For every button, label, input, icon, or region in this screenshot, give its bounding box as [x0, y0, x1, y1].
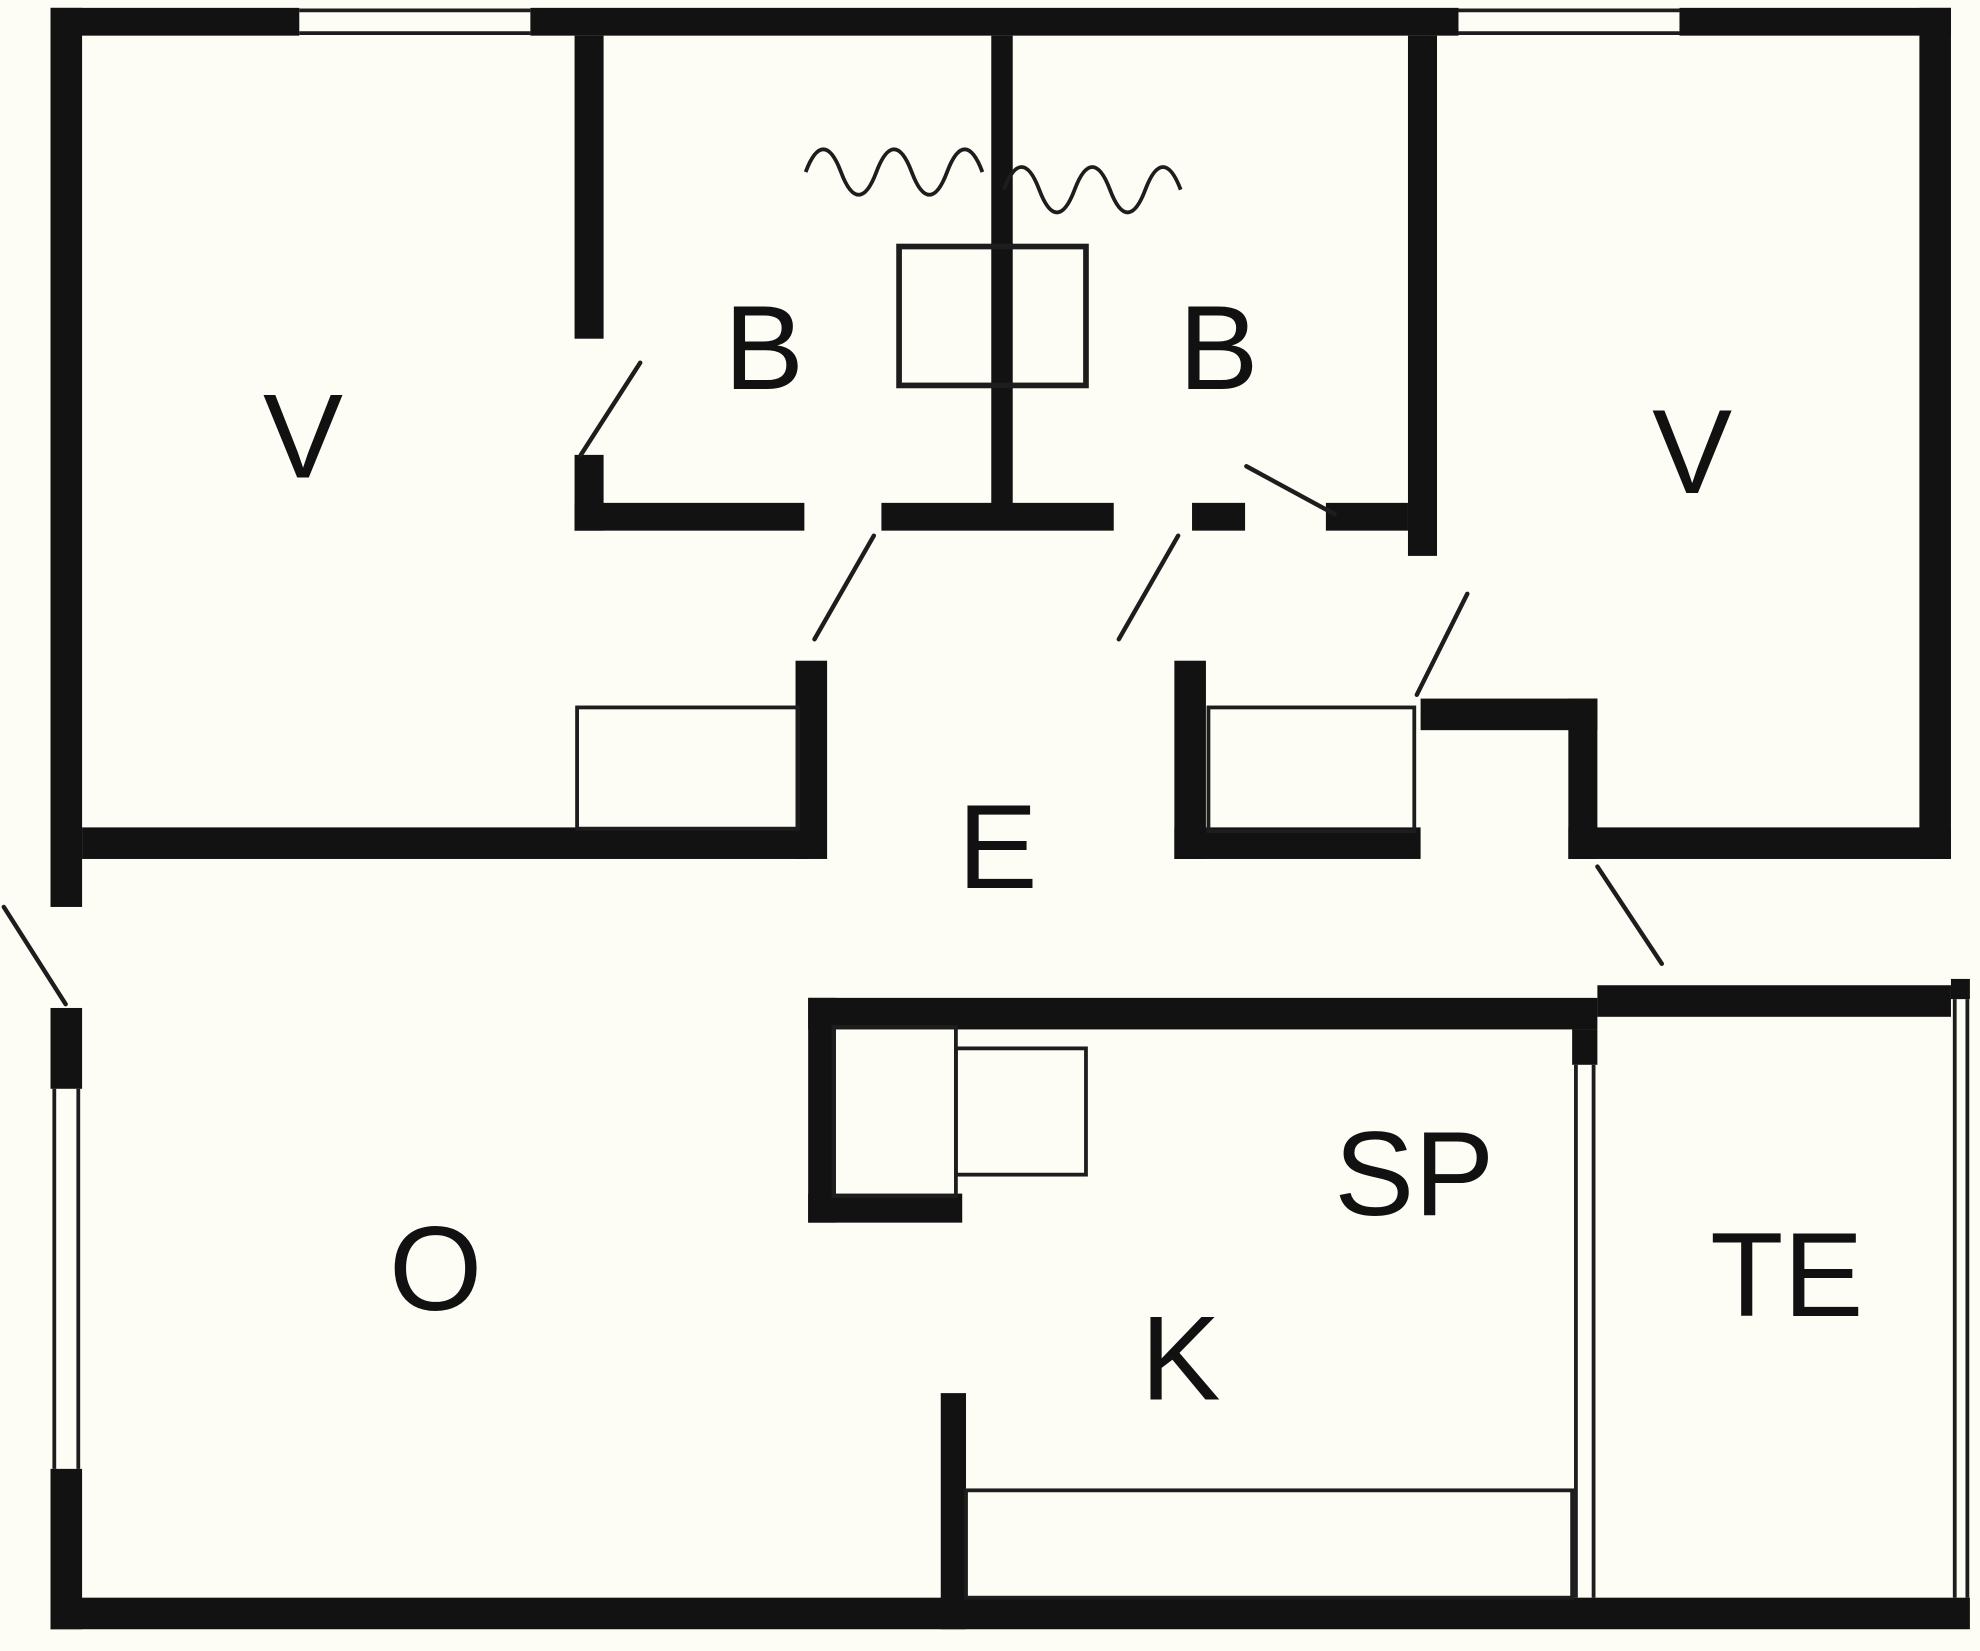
- wall-terrace-west-cap: [1572, 1029, 1598, 1065]
- wall-v-b-divider-upper: [574, 35, 604, 339]
- wall-hall-stub-right: [1174, 660, 1206, 859]
- fixtures: [575, 243, 1575, 1600]
- wall-v-right-south: [1568, 827, 1951, 859]
- wall-kitchen-living-stub: [940, 1393, 967, 1630]
- room-label-terrace: TE: [1710, 1208, 1863, 1342]
- room-label-kitchen: K: [1141, 1291, 1221, 1425]
- wall-b-v-divider: [1407, 35, 1438, 556]
- fixture-kitchen-sill: [964, 1488, 1575, 1600]
- wall-b-right-south-b: [1325, 502, 1408, 531]
- room-label-living: O: [389, 1202, 482, 1336]
- room-label-v-top-right: V: [1652, 385, 1732, 519]
- door-swing-entry-left: [1, 904, 68, 1007]
- wall-terrace-east-cap: [1950, 978, 1970, 1000]
- door-swing-b-right-to-hall: [1116, 533, 1181, 642]
- wall-left-middle-segment: [50, 1007, 83, 1089]
- wall-b-south-middle: [881, 502, 1114, 531]
- room-label-hall: E: [958, 780, 1038, 914]
- wall-b-b-divider: [991, 35, 1013, 519]
- door-swings: [1, 360, 1664, 1007]
- wall-kitchen-west-vertical: [808, 997, 836, 1223]
- door-swing-terrace: [1595, 864, 1664, 966]
- fixture-kitchen-counter-b: [954, 1046, 1088, 1177]
- room-label-b-left: B: [724, 281, 804, 415]
- wavy-symbols: [803, 147, 1183, 215]
- wall-kitchen-west-horizontal: [808, 1193, 963, 1223]
- wall-top-middle-segment: [530, 7, 1459, 36]
- fixture-kitchen-counter-a: [831, 1025, 958, 1199]
- door-swing-b-left-to-hall: [812, 533, 877, 642]
- wall-right-upper: [1919, 7, 1951, 859]
- room-labels: V B B V E O SP K TE: [263, 281, 1863, 1425]
- walls: [50, 7, 1970, 1630]
- wall-hall-stub-left: [795, 660, 828, 859]
- wall-b-right-south-a: [1192, 502, 1246, 531]
- door-swing-v-right: [1414, 591, 1470, 698]
- door-swing-b-right-corner: [1244, 464, 1337, 517]
- wall-top-left-segment: [50, 7, 300, 36]
- wavy-line-right: [1002, 165, 1183, 215]
- wavy-line-left: [803, 147, 985, 197]
- wall-top-right-segment: [1679, 7, 1951, 36]
- fixture-shared-bath-unit: [896, 243, 1089, 389]
- windows: [52, 8, 1970, 1598]
- fixture-closet-left: [575, 705, 800, 831]
- wall-terrace-north: [1597, 985, 1951, 1017]
- door-swing-v-b-left: [578, 360, 643, 458]
- room-label-pantry: SP: [1334, 1107, 1494, 1241]
- fixture-closet-right: [1206, 705, 1417, 834]
- room-label-v-top-left: V: [263, 370, 343, 504]
- wall-living-north: [82, 827, 809, 859]
- room-label-b-right: B: [1179, 281, 1259, 415]
- wall-bottom: [50, 1597, 1970, 1630]
- wall-left-upper-segment: [50, 7, 83, 907]
- wall-kitchen-north: [808, 997, 1598, 1030]
- wall-step-horizontal: [1420, 698, 1598, 731]
- wall-b-left-south-a: [574, 502, 805, 531]
